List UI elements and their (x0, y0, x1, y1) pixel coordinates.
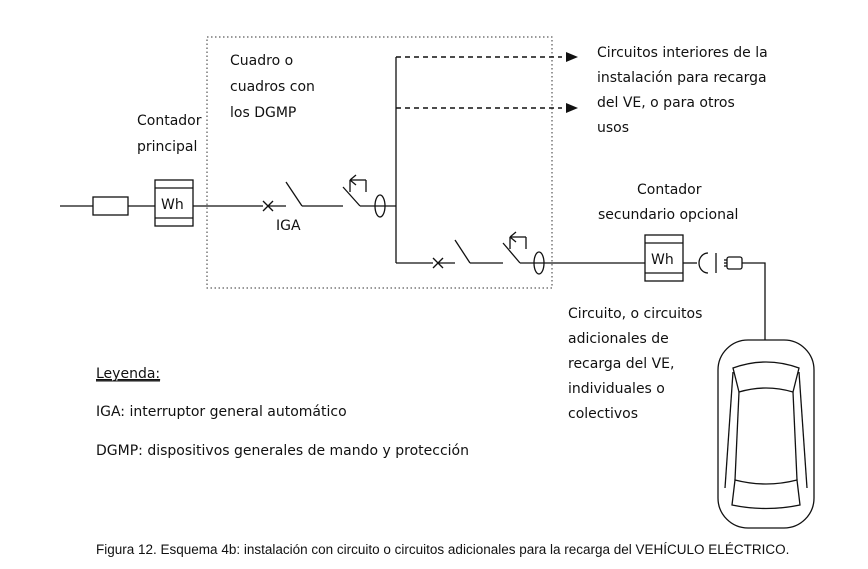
main-meter-caption: Contador principal (137, 113, 206, 155)
interior-circuit-1 (396, 52, 578, 62)
figure-caption: Figura 12. Esquema 4b: instalación con c… (96, 542, 789, 557)
charging-cable (742, 262, 766, 340)
secondary-meter-label: Wh (651, 252, 674, 268)
branch-breaker-symbol (432, 239, 503, 269)
circuitos-interiores-line-1: Circuitos interiores de la (597, 45, 768, 61)
fuse-symbol (92, 196, 129, 216)
contador-secundario-line-2: secundario opcional (598, 207, 738, 223)
legend-item-iga: IGA: interruptor general automático (96, 404, 347, 420)
switchboard-enclosure (206, 36, 553, 289)
interior-circuit-2 (396, 103, 578, 113)
circuito-line-4: individuales o (568, 381, 665, 397)
main-meter (154, 179, 194, 227)
differential-switch-2 (502, 231, 645, 275)
circuito-line-5: colectivos (568, 406, 638, 422)
iga-label: IGA (276, 218, 301, 234)
contador-secundario-line-1: Contador (637, 182, 702, 198)
interior-circuits-label: Circuitos interiores de la instalación p… (597, 45, 772, 136)
contador-principal-line-1: Contador (137, 113, 202, 129)
legend-title: Leyenda: (96, 366, 160, 382)
circuito-line-3: recarga del VE, (568, 356, 674, 372)
electric-vehicle-icon (717, 339, 815, 529)
differential-switch-1 (342, 174, 396, 218)
circuitos-interiores-line-3: del VE, o para otros (597, 95, 735, 111)
iga-breaker-symbol (262, 181, 343, 212)
cuadro-line-2: cuadros con (230, 79, 315, 95)
secondary-meter-caption: Contador secundario opcional (598, 182, 738, 223)
cuadro-line-1: Cuadro o (230, 53, 293, 69)
circuito-line-2: adicionales de (568, 331, 669, 347)
circuito-line-1: Circuito, o circuitos (568, 306, 702, 322)
circuitos-interiores-line-4: usos (597, 120, 629, 136)
secondary-meter (644, 234, 684, 282)
contador-principal-line-2: principal (137, 139, 197, 155)
circuitos-interiores-line-2: instalación para recarga (597, 70, 767, 86)
additional-circuit-label: Circuito, o circuitos adicionales de rec… (568, 306, 707, 422)
legend-item-dgmp: DGMP: dispositivos generales de mando y … (96, 443, 469, 459)
cuadro-label: Cuadro o cuadros con los DGMP (230, 53, 319, 121)
socket-symbol (698, 252, 709, 274)
plug-symbol (724, 256, 743, 270)
main-meter-label: Wh (161, 197, 184, 213)
cuadro-line-3: los DGMP (230, 105, 296, 121)
